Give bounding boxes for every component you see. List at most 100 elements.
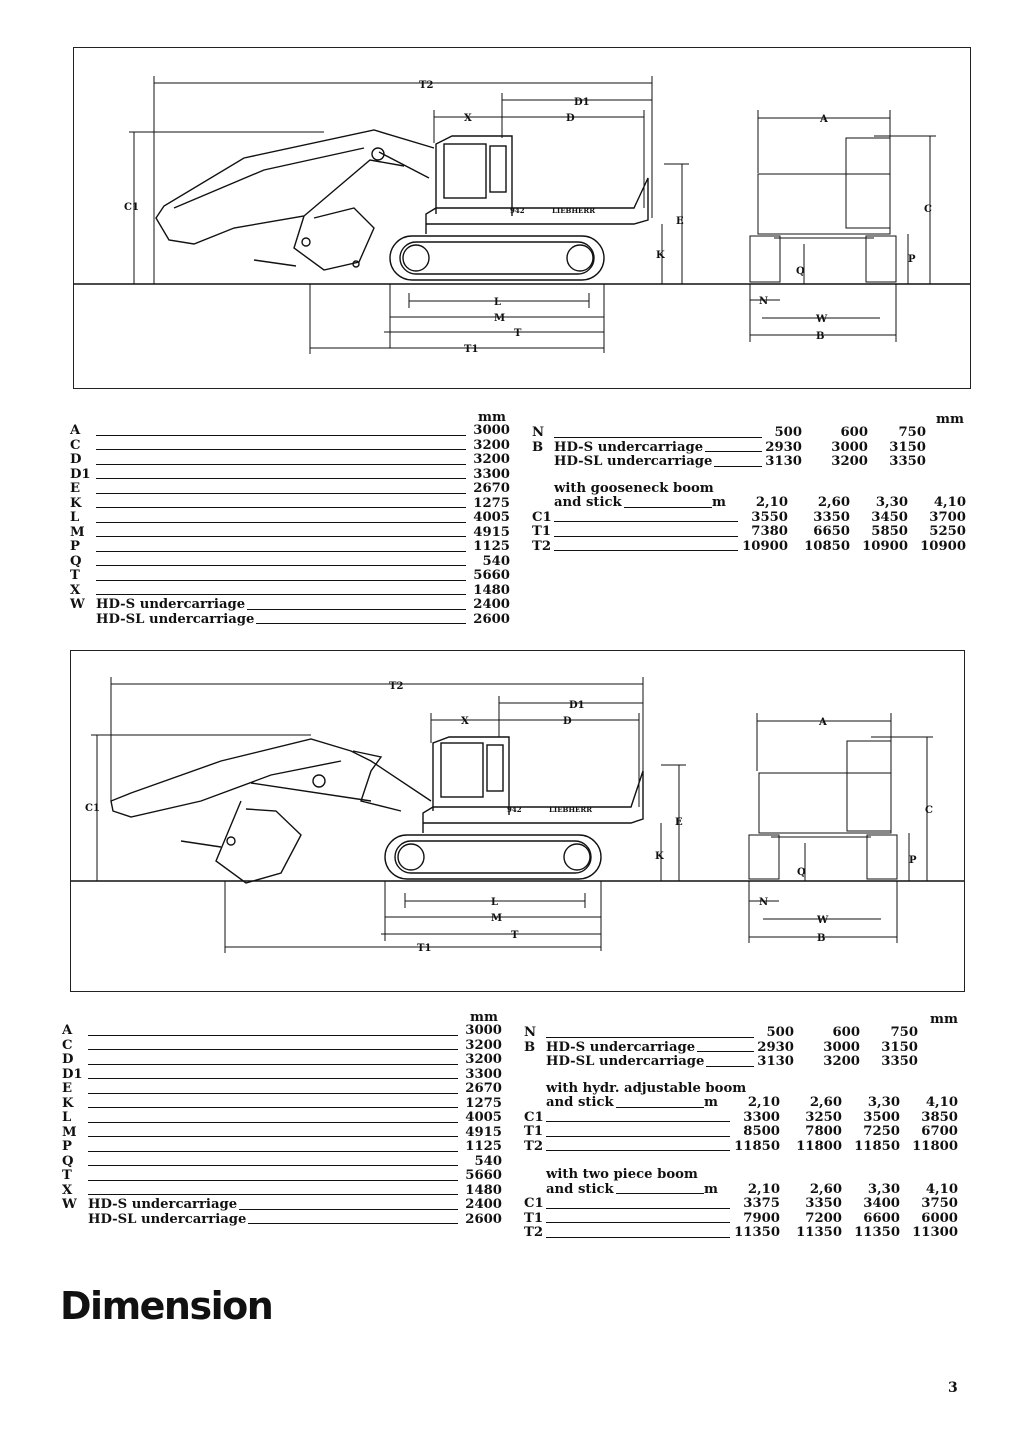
spec-code: C [70, 437, 81, 453]
spec-value: 7900 [743, 1210, 780, 1226]
spec-code: A [70, 423, 81, 438]
spec-label: HD-SL undercarriage [96, 611, 257, 627]
leader-line [96, 565, 466, 566]
label-Q: Q [796, 266, 805, 277]
label-Q: Q [797, 867, 806, 878]
spec-value: 3700 [929, 509, 966, 525]
spec-value: 2600 [465, 1211, 502, 1227]
label-X: X [461, 716, 469, 727]
spacer [524, 1154, 964, 1168]
leader-line [88, 1107, 458, 1108]
spec-value: 750 [890, 1025, 918, 1040]
spec-code: D [70, 452, 82, 467]
spec-value: 7200 [805, 1210, 842, 1226]
spec-code: P [62, 1139, 72, 1154]
spec-value: 2400 [473, 597, 510, 612]
label-B: B [817, 933, 825, 944]
spec-value: 3350 [813, 509, 850, 525]
spec-value: 3400 [863, 1196, 900, 1211]
leader-line [546, 1121, 730, 1122]
spec-value: 2400 [465, 1197, 502, 1212]
spec-code: M [70, 524, 85, 540]
spec-value: 3130 [765, 454, 802, 469]
spec-value: 10900 [920, 538, 966, 554]
stick-label: and stick [546, 1095, 616, 1111]
spec-value: 3000 [465, 1023, 502, 1038]
spec-label: HD-SL undercarriage [546, 1054, 707, 1070]
spec-value: 3000 [831, 439, 868, 455]
spec-code: X [70, 582, 81, 598]
spec-code: T1 [524, 1124, 543, 1139]
label-B: B [816, 331, 824, 342]
leader-line [96, 579, 466, 581]
spec-code: D1 [70, 466, 91, 482]
spec-code: N [532, 425, 545, 440]
spec-value: 6650 [813, 524, 850, 539]
spec-code: D [62, 1052, 74, 1067]
model-number: 942 [510, 206, 525, 215]
label-C: C [924, 204, 932, 215]
leader-line [88, 1121, 458, 1123]
spec-value: 6700 [921, 1124, 958, 1139]
spec-value: 2600 [473, 611, 510, 627]
spec-value: 3300 [465, 1066, 502, 1082]
stick-value: 2,10 [747, 1181, 780, 1197]
group-title-row: with gooseneck boom [532, 481, 970, 496]
stick-label: and stick [546, 1181, 616, 1197]
spec-label: HD-S undercarriage [96, 597, 248, 613]
spec-value: 2670 [465, 1081, 502, 1096]
leader-line [546, 1193, 704, 1194]
leader-line [546, 1106, 704, 1108]
stick-value: 3,30 [867, 1095, 900, 1110]
spec-code: W [62, 1197, 77, 1212]
table1-right-unit: mm [936, 412, 964, 427]
label-L: L [491, 897, 498, 908]
leader-line [96, 550, 466, 552]
label-T: T [511, 930, 519, 941]
leader-line [88, 1179, 458, 1181]
spec-value: 500 [774, 425, 802, 440]
spec-value: 3300 [743, 1109, 780, 1125]
spec-value: 5660 [473, 568, 510, 583]
spec-row: W HD-S undercarriage 2400 [62, 1197, 502, 1213]
spec-code: N [524, 1025, 537, 1040]
spec-value: 3350 [889, 454, 926, 469]
stick-unit: m [704, 1095, 718, 1110]
label-K: K [656, 250, 665, 261]
label-C1: C1 [85, 803, 100, 814]
spec-value: 3150 [889, 439, 926, 455]
leader-line [546, 1207, 730, 1209]
spec-row: HD-SL undercarriage 2600 [70, 611, 510, 627]
spec-code: T2 [532, 538, 551, 554]
page-number: 3 [948, 1380, 958, 1396]
diagram-adjustable-boom: T2 D1 X D C1 E K L M T T1 A C P Q N W B … [70, 650, 965, 992]
label-T1: T1 [464, 344, 478, 355]
leader-line [96, 594, 466, 595]
stick-value: 3,30 [875, 495, 908, 510]
spec-value: 1480 [473, 582, 510, 598]
spec-value: 2670 [473, 481, 510, 496]
spec-label: HD-S undercarriage [88, 1197, 240, 1213]
spec-code: C [62, 1037, 73, 1053]
spec-value: 3850 [921, 1109, 958, 1125]
spec-code: K [70, 495, 82, 511]
spec-code: P [70, 539, 80, 554]
spec-code: B [524, 1039, 536, 1055]
